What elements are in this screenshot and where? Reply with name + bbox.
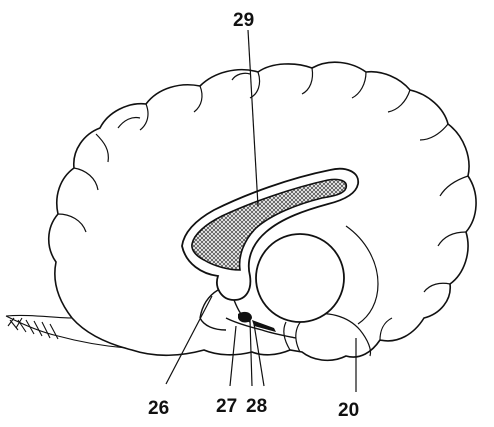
label-27: 27 — [216, 396, 237, 417]
label-28: 28 — [246, 396, 267, 417]
leader-27 — [230, 326, 236, 386]
leader-29 — [248, 30, 258, 206]
label-20: 20 — [338, 400, 359, 421]
label-29: 29 — [233, 10, 254, 31]
thalamus-circle — [256, 234, 344, 322]
leader-26 — [166, 296, 212, 384]
label-26: 26 — [148, 398, 169, 419]
